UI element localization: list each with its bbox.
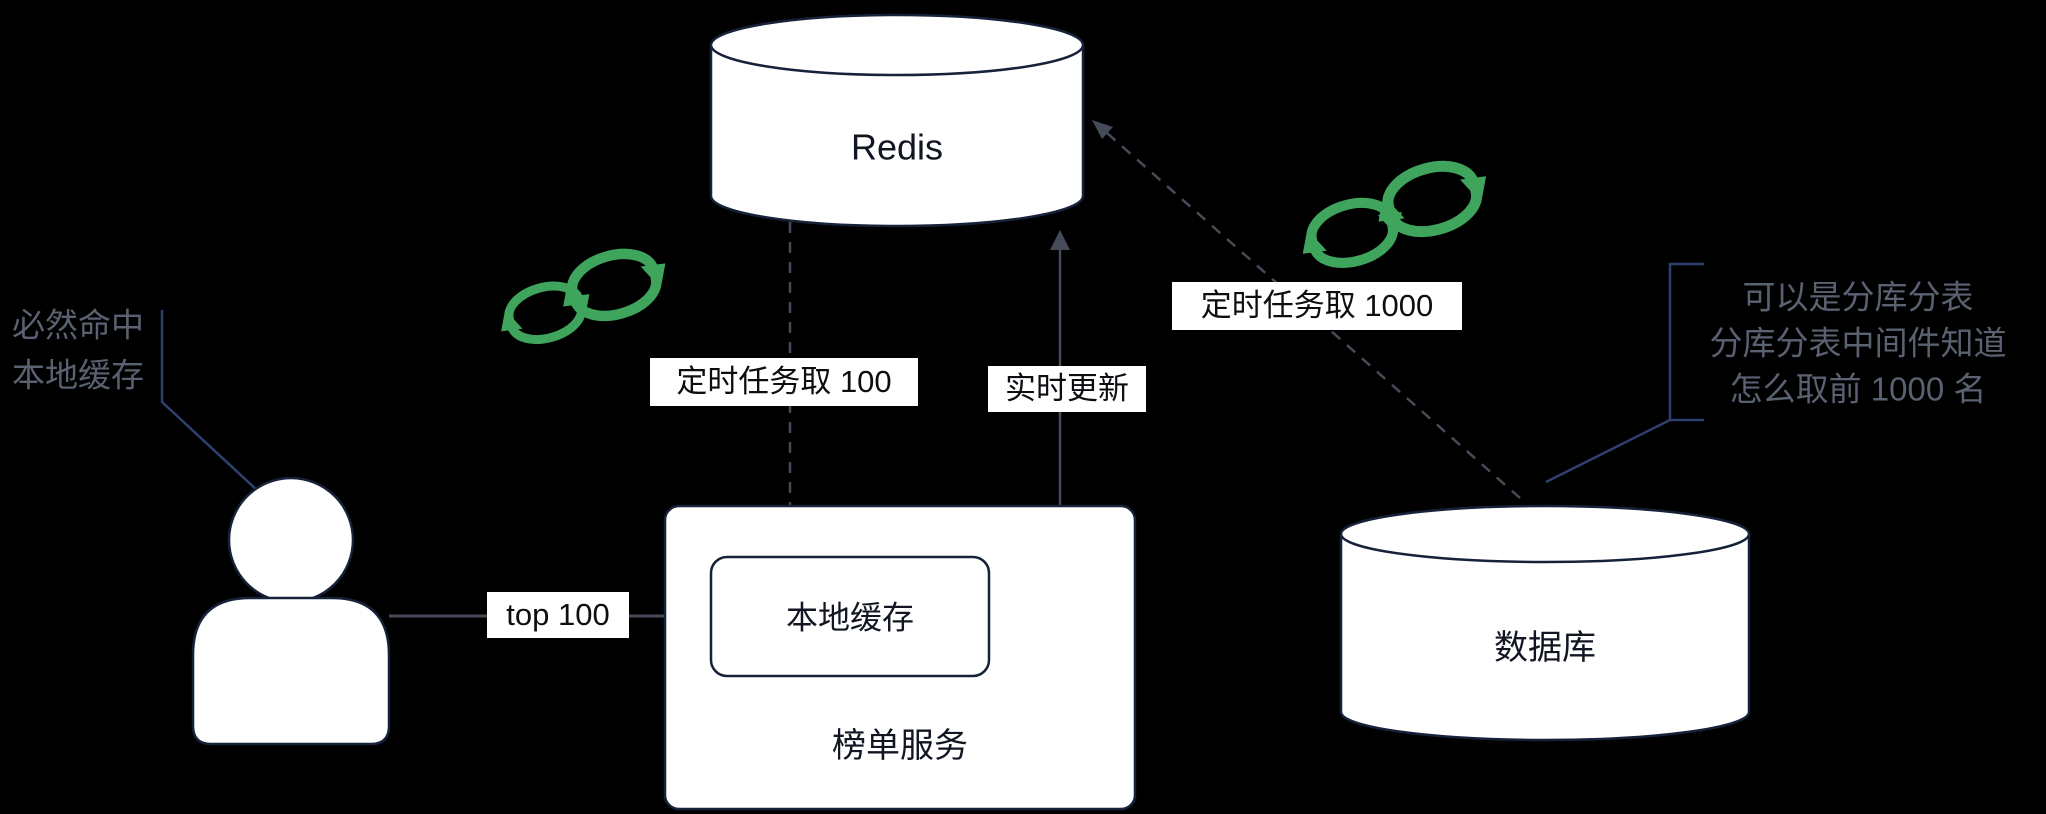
user-head xyxy=(227,476,355,604)
service-label: 榜单服务 xyxy=(832,727,968,765)
user-icon xyxy=(191,476,391,746)
top-100-text: top 100 xyxy=(506,597,609,632)
sharding-note-line3: 怎么取前 1000 名 xyxy=(1730,371,1987,408)
redis-label: Redis xyxy=(851,127,943,168)
redis-cylinder: Redis xyxy=(709,13,1085,228)
realtime-update-text: 实时更新 xyxy=(1005,371,1129,406)
sharding-note-line2: 分库分表中间件知道 xyxy=(1710,325,2007,362)
hit-cache-line1: 必然命中 xyxy=(12,307,144,344)
label-top-100: top 100 xyxy=(487,592,629,638)
user-body xyxy=(191,596,391,746)
sync-icon xyxy=(553,241,675,328)
sharding-note-line1: 可以是分库分表 xyxy=(1743,279,1974,316)
local-cache-label: 本地缓存 xyxy=(786,599,914,635)
sharding-note-bracket xyxy=(1545,262,1704,484)
annotation-sharding-note: 可以是分库分表 分库分表中间件知道 怎么取前 1000 名 xyxy=(1710,279,2007,408)
hit-cache-line2: 本地缓存 xyxy=(12,357,144,394)
sync-icon xyxy=(1368,153,1497,245)
database-label: 数据库 xyxy=(1494,629,1596,667)
dashed-arrow-db-to-redis xyxy=(1092,120,1521,499)
hit-cache-callout-line xyxy=(160,310,273,505)
label-timer-1000: 定时任务取 1000 xyxy=(1172,282,1462,330)
label-timer-100: 定时任务取 100 xyxy=(650,358,918,406)
timer-100-text: 定时任务取 100 xyxy=(676,364,891,399)
database-cylinder: 数据库 xyxy=(1339,504,1751,742)
sync-icon xyxy=(1293,191,1411,275)
annotation-hit-cache: 必然命中 本地缓存 xyxy=(12,307,144,394)
local-cache-box: 本地缓存 xyxy=(709,555,991,678)
timer-1000-text: 定时任务取 1000 xyxy=(1201,288,1434,323)
label-realtime-update: 实时更新 xyxy=(988,366,1146,412)
